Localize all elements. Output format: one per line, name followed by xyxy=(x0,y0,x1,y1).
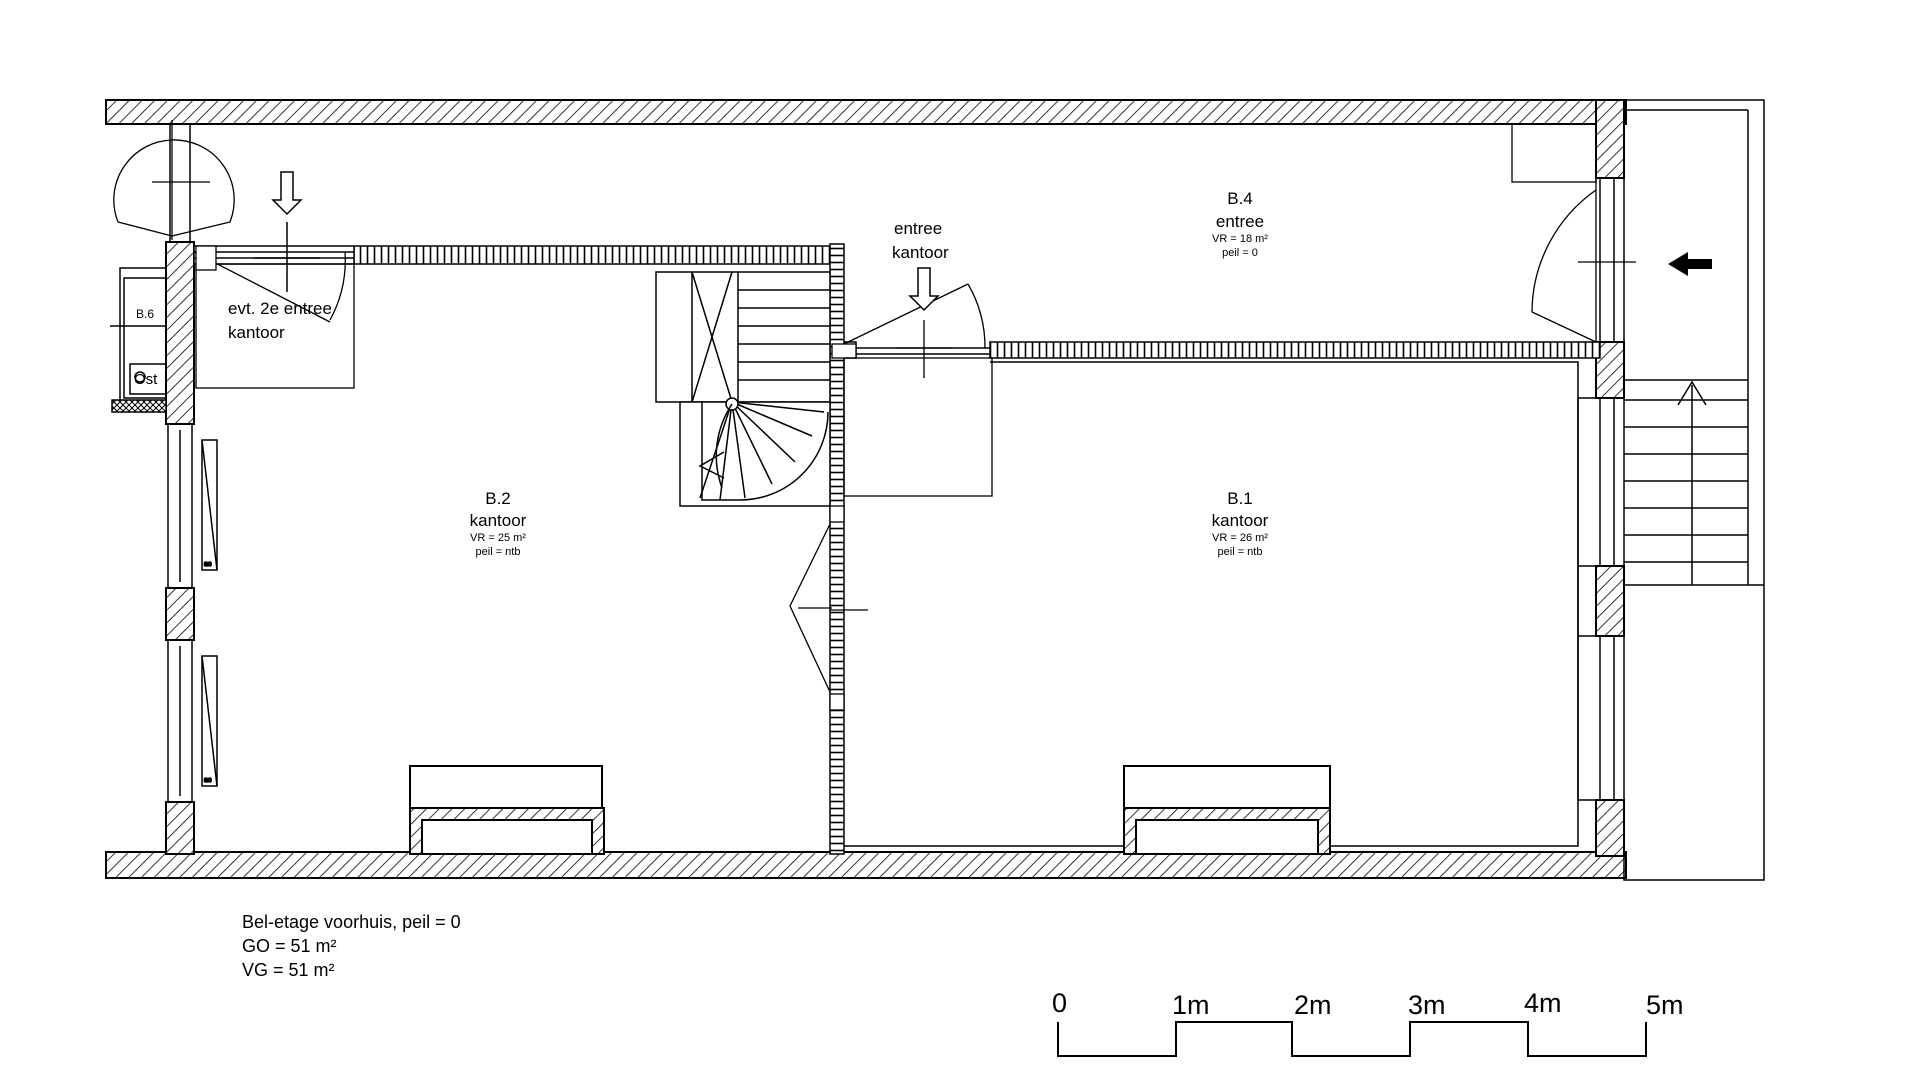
scale-label-4m: 4m xyxy=(1524,988,1562,1018)
caption-vg: VG = 51 m² xyxy=(242,960,335,980)
right-wall-pier-3 xyxy=(1595,799,1625,857)
room-b1-name: kantoor xyxy=(1212,511,1269,530)
left-wall-pier-3 xyxy=(165,801,195,855)
svg-text:ac: ac xyxy=(204,777,212,784)
room-b2-level: peil = ntb xyxy=(476,546,521,558)
svg-text:ac: ac xyxy=(204,561,212,568)
ost-label: Ost xyxy=(134,371,158,388)
staircase xyxy=(655,271,831,507)
caption-go: GO = 51 m² xyxy=(242,936,337,956)
right-wall-pier-2 xyxy=(1595,565,1625,637)
chimney-b1 xyxy=(1123,765,1331,855)
room-b6-fragment xyxy=(110,267,167,413)
entree-kantoor-label-2: kantoor xyxy=(892,243,949,262)
room-b1-area: VR = 26 m² xyxy=(1212,532,1268,544)
scale-label-5m: 5m xyxy=(1646,990,1684,1020)
room-b4-id: B.4 xyxy=(1227,189,1253,208)
scale-bar xyxy=(1057,1021,1647,1057)
left-wall-pier-2 xyxy=(165,587,195,641)
room-b2-name: kantoor xyxy=(470,511,527,530)
caption-floor: Bel-etage voorhuis, peil = 0 xyxy=(242,912,461,932)
entrance-arrow-icons xyxy=(254,171,940,312)
scale-label-3m: 3m xyxy=(1408,990,1446,1020)
scale-label-2m: 2m xyxy=(1294,990,1332,1020)
left-windows: ac ac xyxy=(167,124,218,802)
outer-walls xyxy=(105,99,1627,879)
inner-walls xyxy=(193,243,1601,855)
room-b4-level: peil = 0 xyxy=(1222,247,1258,259)
bottom-wall xyxy=(105,851,1627,879)
room-b1-id: B.1 xyxy=(1227,489,1253,508)
scale-label-1m: 1m xyxy=(1172,990,1210,1020)
room-b2-area: VR = 25 m² xyxy=(470,532,526,544)
room-b1-level: peil = ntb xyxy=(1218,546,1263,558)
alt-entree-label-1: evt. 2e entree xyxy=(228,299,332,318)
front-stoop xyxy=(1623,99,1765,881)
doors xyxy=(113,120,1636,711)
entree-kantoor-label-1: entree xyxy=(894,219,942,238)
room-b4-name: entree xyxy=(1216,212,1264,231)
right-wall-top xyxy=(1595,99,1625,179)
entry-arrow-icon xyxy=(1668,252,1712,276)
alt-entree-label-2: kantoor xyxy=(228,323,285,342)
top-wall xyxy=(105,99,1627,125)
scale-label-0: 0 xyxy=(1052,988,1067,1018)
room-b4-area: VR = 18 m² xyxy=(1212,233,1268,245)
chimney-b2 xyxy=(409,765,605,855)
room-b6-label: B.6 xyxy=(136,307,154,321)
room-b2-id: B.2 xyxy=(485,489,511,508)
left-wall-pier-1 xyxy=(165,241,195,425)
